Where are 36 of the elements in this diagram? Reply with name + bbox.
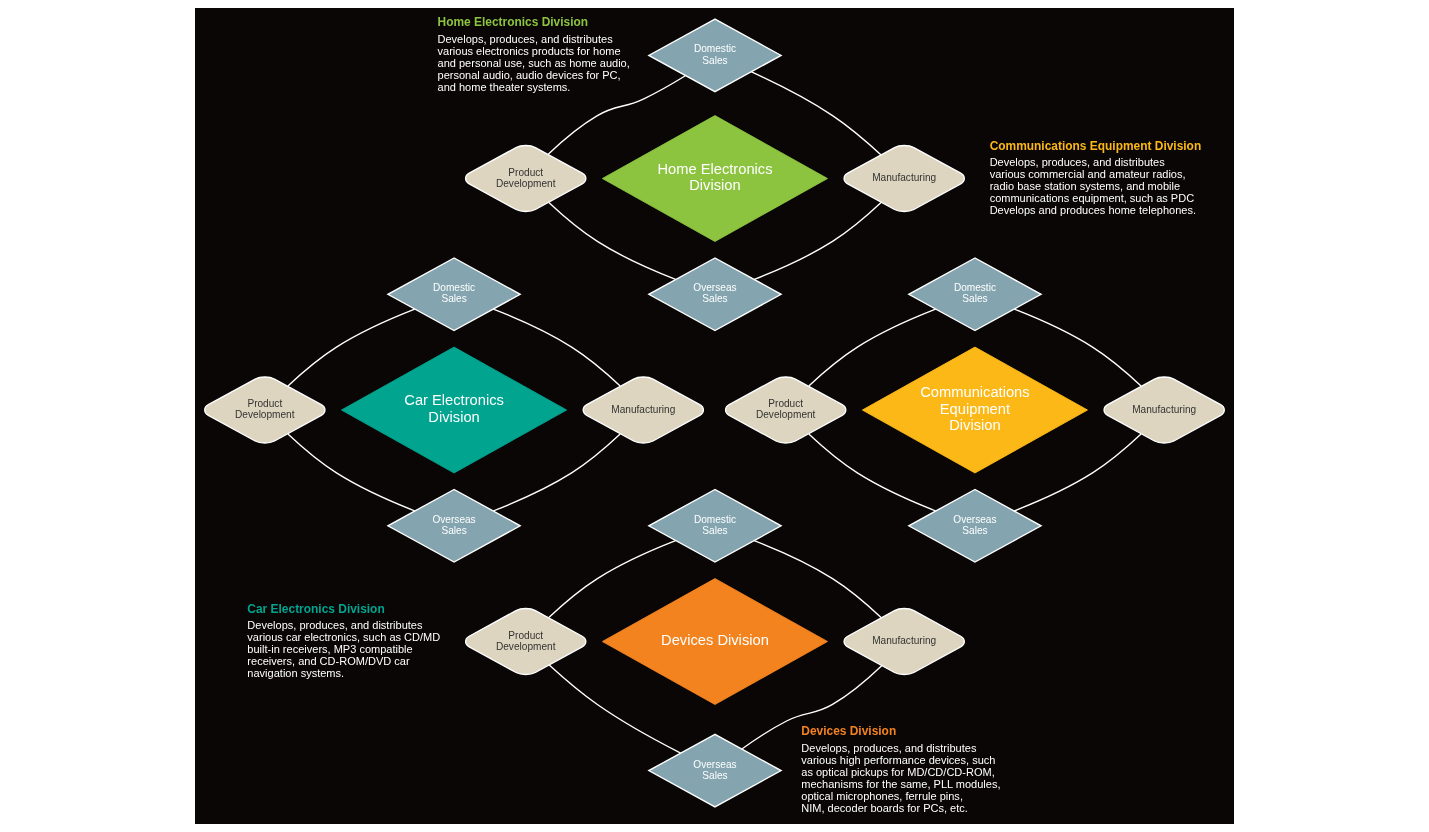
connector [753,539,882,619]
connector [492,308,621,387]
connector [741,665,883,750]
label: Home Electronics Division [437,15,589,30]
connector [548,539,677,619]
connector [548,201,677,281]
label: Car Electronics Division [247,601,385,616]
connector [808,433,937,512]
label: Communications Equipment Division [989,138,1202,153]
connector [1013,433,1142,512]
label: Develops, produces, and distributes various electronics products for home and personal use, such as home audio, personal audio, audio devices for PC, and home theater systems. [437,33,630,93]
label: Develops, produces, and distributes various high performance devices, such as optical pickups for MD/CD/CD-ROM, mechanisms for the same, PLL modules, optical microphones, ferrule pins, NIM, decoder boards for PCs, etc. [801,741,1001,814]
node-diamond: Communications Equipment Division [861,346,1088,474]
connector [548,664,682,754]
node-diamond: Overseas Sales [907,488,1043,563]
node-diamond: Car Electronics Division [341,346,568,474]
node-diamond: Domestic Sales [647,488,783,563]
node-diamond: Overseas Sales [386,488,522,563]
connector [492,433,621,512]
node-diamond: Domestic Sales [907,257,1043,332]
connector [1013,308,1142,387]
connector [753,201,882,281]
node-diamond: Domestic Sales [647,18,783,93]
connector [808,308,937,387]
label: Devices Division [801,724,897,739]
node-diamond: Domestic Sales [386,257,522,332]
connector [287,433,416,512]
node-diamond: Home Electronics Division [601,115,828,242]
connector [750,71,882,156]
label: Develops, produces, and distributes various commercial and amateur radios, radio base station systems, and mobile communications equipment, such as PDC Develops and produces home telephones. [989,156,1197,216]
node-diamond: Overseas Sales [647,733,783,808]
node-diamond: Devices Division [601,578,828,705]
label: Develops, produces, and distributes various car electronics, such as CD/MD built-in receivers, MP3 compatible receivers, and CD-ROM/DVD car navigation systems. [247,619,441,679]
node-diamond: Overseas Sales [647,257,783,332]
connector [287,308,416,387]
connector [547,75,687,155]
